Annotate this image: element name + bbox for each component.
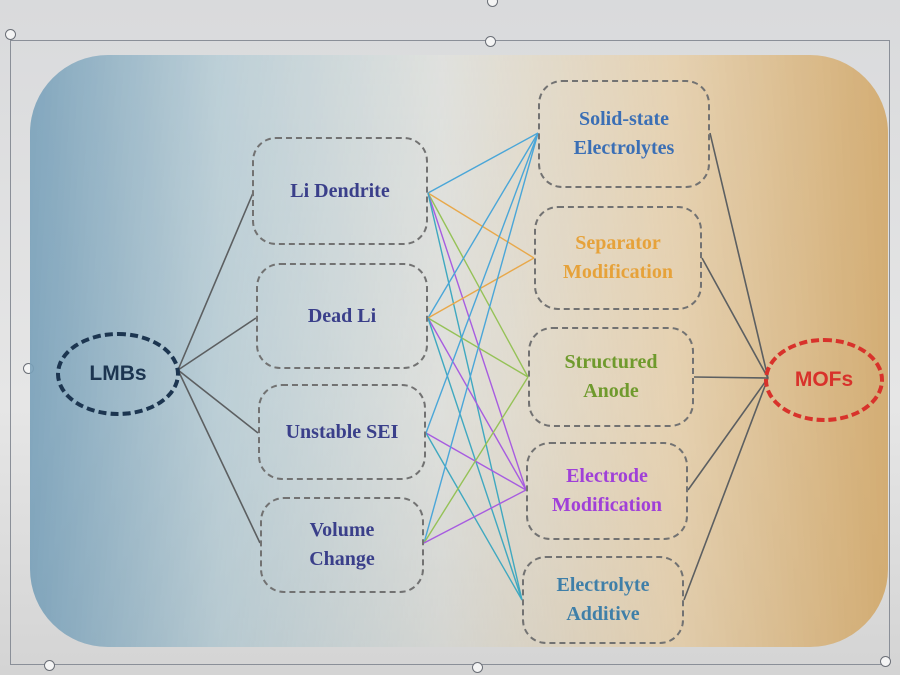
strategy-box-solid-state-electrolytes: Solid-state Electrolytes xyxy=(538,80,710,188)
resize-handle-top-left[interactable] xyxy=(5,29,16,40)
diagram-background xyxy=(30,55,888,647)
resize-handle-top-center[interactable] xyxy=(485,36,496,47)
resize-handle-bottom-center[interactable] xyxy=(472,662,483,673)
root-link-li-dendrite xyxy=(177,192,254,371)
challenge-box-li-dendrite: Li Dendrite xyxy=(252,137,428,245)
strategy-box-electrode-modification: Electrode Modification xyxy=(526,442,688,540)
strategy-box-structured-anode: Structured Anode xyxy=(528,327,694,427)
challenge-label: Dead Li xyxy=(307,304,377,327)
challenge-box-dead-li: Dead Li xyxy=(256,263,428,369)
challenge-label: Unstable SEI xyxy=(285,420,399,443)
challenge-box-unstable-sei: Unstable SEI xyxy=(258,384,426,480)
strategy-box-electrolyte-additive: Electrolyte Additive xyxy=(522,556,684,644)
strategy-label: Solid-state Electrolytes xyxy=(573,108,675,159)
challenge-box-volume-change: Volume Change xyxy=(260,497,424,593)
link-li-dendrite-to-solid-state-electrolytes xyxy=(427,132,539,194)
challenge-label: Volume Change xyxy=(309,519,375,570)
target-link-solid-state-electrolytes xyxy=(709,132,769,379)
link-dead-li-to-electrode-modification xyxy=(427,317,527,491)
link-li-dendrite-to-separator-modification xyxy=(427,192,535,259)
target-node-mofs: MOFs xyxy=(764,338,884,422)
root-link-dead-li xyxy=(177,317,257,371)
link-dead-li-to-solid-state-electrolytes xyxy=(427,132,539,319)
target-link-electrolyte-additive xyxy=(683,377,769,601)
strategy-label: Electrode Modification xyxy=(552,465,662,516)
link-li-dendrite-to-structured-anode xyxy=(427,192,529,378)
selection-frame[interactable] xyxy=(10,40,890,665)
resize-handle-top-mid[interactable] xyxy=(487,0,498,7)
strategy-label: Structured Anode xyxy=(564,351,658,402)
root-link-volume-change xyxy=(177,369,261,544)
root-link-unstable-sei xyxy=(177,369,259,434)
link-volume-change-to-electrode-modification xyxy=(423,489,527,544)
target-link-separator-modification xyxy=(701,257,769,379)
link-unstable-sei-to-electrode-modification xyxy=(425,432,527,491)
resize-handle-bottom-left[interactable] xyxy=(44,660,55,671)
strategy-label: Separator Modification xyxy=(563,232,673,283)
link-volume-change-to-structured-anode xyxy=(423,376,529,544)
link-volume-change-to-solid-state-electrolytes xyxy=(423,132,539,544)
strategy-box-separator-modification: Separator Modification xyxy=(534,206,702,310)
link-li-dendrite-to-electrode-modification xyxy=(427,192,527,491)
link-dead-li-to-electrolyte-additive xyxy=(427,317,523,601)
target-link-structured-anode xyxy=(693,376,769,379)
target-link-electrode-modification xyxy=(687,377,769,491)
link-dead-li-to-separator-modification xyxy=(427,257,535,319)
challenge-label: Li Dendrite xyxy=(290,179,390,202)
root-node-lmbs: LMBs xyxy=(56,332,180,416)
link-li-dendrite-to-electrolyte-additive xyxy=(427,192,523,601)
link-unstable-sei-to-solid-state-electrolytes xyxy=(425,132,539,434)
root-node-label: LMBs xyxy=(89,362,147,385)
strategy-label: Electrolyte Additive xyxy=(556,574,650,625)
resize-handle-bottom-right[interactable] xyxy=(880,656,891,667)
target-node-label: MOFs xyxy=(794,368,854,391)
